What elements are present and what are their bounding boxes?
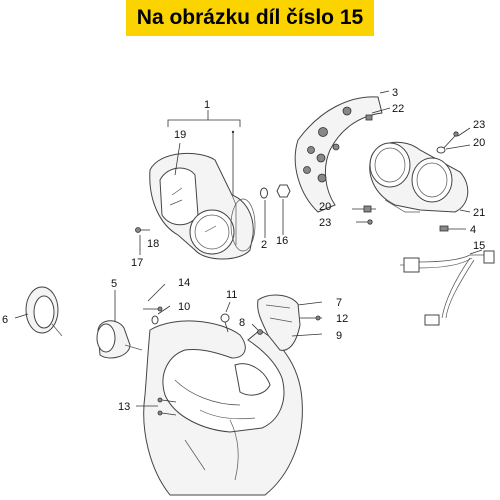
clock-gauge[interactable] (96, 320, 143, 359)
callout-3: 3 (392, 87, 398, 99)
callout-12: 12 (336, 313, 348, 325)
screw-18[interactable] (135, 227, 151, 233)
callout-8: 8 (239, 317, 245, 329)
screw-13-a[interactable] (157, 397, 177, 403)
nut-16[interactable] (276, 184, 291, 198)
callout-23-top: 23 (473, 119, 485, 131)
callout-9: 9 (336, 330, 342, 342)
callout-5: 5 (111, 278, 117, 290)
washer-2[interactable] (260, 187, 268, 199)
callout-22: 22 (392, 103, 404, 115)
instrument-cover[interactable] (294, 96, 383, 213)
callout-2: 2 (261, 239, 267, 251)
clip-22[interactable] (365, 114, 373, 121)
callout-7: 7 (336, 297, 342, 309)
instrument-cluster[interactable] (149, 152, 256, 260)
callout-14: 14 (178, 277, 190, 289)
wiring-harness[interactable] (400, 250, 495, 326)
callout-10: 10 (178, 301, 190, 313)
title-banner: Na obrázku díl číslo 15 (126, 0, 374, 36)
callout-11: 11 (226, 289, 237, 301)
callout-17: 17 (131, 257, 143, 269)
screw-13-b[interactable] (157, 410, 177, 416)
callout-23-left: 23 (319, 217, 331, 229)
callout-20-top: 20 (473, 137, 485, 149)
callout-6: 6 (2, 314, 8, 326)
callout-19: 19 (174, 129, 186, 141)
washer-10[interactable] (151, 315, 159, 325)
spring-20-left[interactable] (352, 205, 376, 213)
screw-23-left[interactable] (356, 219, 373, 225)
gauge-rim[interactable] (25, 286, 63, 337)
bracket-7[interactable] (257, 294, 301, 351)
grommet-11[interactable] (220, 313, 230, 333)
nut-8[interactable] (257, 329, 263, 335)
callout-18: 18 (147, 238, 159, 250)
bulb-4[interactable] (439, 225, 466, 232)
callout-21: 21 (473, 207, 485, 219)
washer-20-top[interactable] (436, 146, 446, 154)
page-title: Na obrázku díl číslo 15 (136, 6, 364, 29)
front-fairing[interactable] (143, 320, 303, 496)
callout-1: 1 (204, 99, 210, 111)
callout-4: 4 (470, 224, 476, 236)
callout-20-left: 20 (319, 201, 331, 213)
screw-14[interactable] (143, 306, 163, 312)
screw-12[interactable] (300, 315, 321, 321)
speedometer-gauges[interactable] (369, 141, 469, 213)
callout-13: 13 (118, 401, 130, 413)
callout-16: 16 (276, 235, 288, 247)
callout-15: 15 (473, 240, 485, 252)
